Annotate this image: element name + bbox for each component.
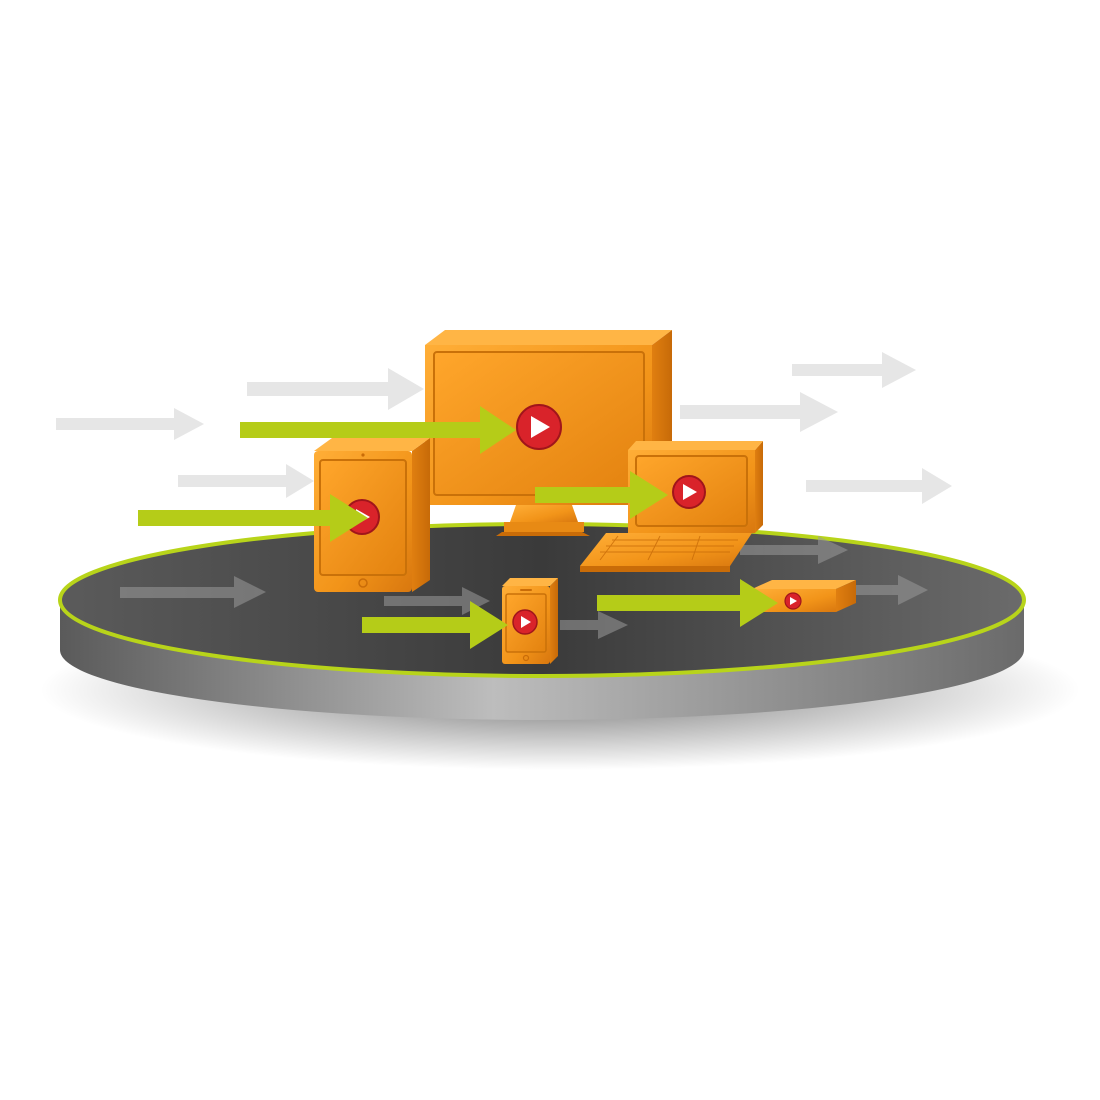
- tablet-side: [412, 438, 430, 592]
- grey-arrow: [806, 468, 952, 504]
- play-button-icon: [516, 404, 562, 450]
- set-top-box: [752, 580, 856, 612]
- tablet-camera: [361, 453, 365, 457]
- platform-arrow: [560, 611, 628, 639]
- grey-arrow: [56, 408, 204, 440]
- monitor-stand-neck: [510, 505, 578, 522]
- laptop-base-front: [580, 566, 730, 572]
- phone-side: [550, 578, 558, 664]
- platform-arrow: [740, 536, 848, 564]
- laptop-lid-top: [628, 441, 763, 450]
- laptop-lid-side: [755, 441, 763, 533]
- green-arrow-to-tablet: [138, 494, 368, 542]
- stb-side: [836, 580, 856, 612]
- monitor-stand-base-top: [504, 522, 584, 532]
- smartphone: [502, 578, 558, 664]
- platform-arrow: [850, 575, 928, 605]
- play-button-icon: [784, 592, 802, 610]
- grey-arrow: [247, 368, 424, 410]
- platform-arrow: [120, 576, 266, 608]
- green-arrow-to-monitor: [240, 406, 516, 454]
- stb-top: [752, 580, 856, 589]
- green-arrows: [138, 406, 778, 649]
- laptop-keyboard: [599, 535, 738, 561]
- laptop-base: [580, 533, 752, 566]
- tablet-top: [314, 438, 430, 451]
- green-arrow-to-set-top-box: [597, 579, 778, 627]
- play-button-icon: [672, 475, 706, 509]
- platform-arrows: [120, 536, 928, 639]
- grey-arrow: [792, 352, 916, 388]
- phone-top: [502, 578, 558, 586]
- grey-arrow: [680, 392, 838, 432]
- grey-arrow: [178, 464, 314, 498]
- tablet-home-button: [358, 578, 368, 588]
- play-button-icon: [512, 609, 538, 635]
- green-arrow-to-phone: [362, 601, 508, 649]
- monitor-stand-base: [496, 532, 590, 536]
- green-arrow-to-laptop: [535, 471, 668, 519]
- monitor-top-edge: [425, 330, 672, 345]
- platform-arrow: [384, 587, 490, 615]
- phone-home-button: [522, 654, 530, 662]
- phone-speaker: [520, 589, 532, 591]
